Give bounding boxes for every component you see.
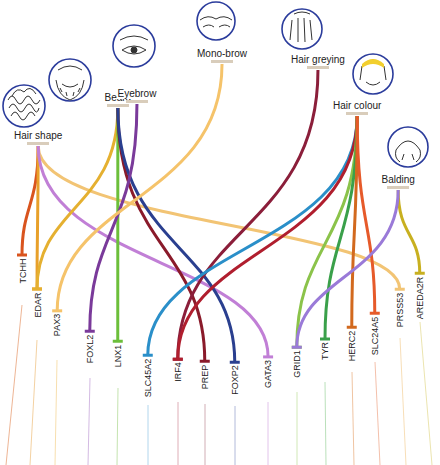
gene-name: PRSS53	[395, 292, 405, 327]
anchor-bar	[107, 104, 129, 107]
trait-name: Balding	[381, 174, 416, 185]
gene-name: GATA3	[263, 360, 273, 388]
gene-name: SLC45A2	[143, 358, 153, 397]
association-line	[38, 146, 405, 289]
gene-label: EDAR	[32, 292, 42, 317]
association-line	[173, 116, 357, 359]
trait-name: Mono-brow	[196, 48, 248, 59]
gene-name: IRF4	[173, 362, 183, 382]
association-line	[398, 190, 425, 273]
gene-label: PAX3	[52, 314, 62, 336]
anchor-bar	[126, 100, 148, 103]
association-line	[292, 116, 357, 347]
trait-label: Hair greying	[290, 54, 346, 69]
gene-name: AREDA2R	[415, 276, 425, 319]
gene-label: AREDA2R	[415, 276, 425, 319]
gene-label: GATA3	[263, 360, 273, 388]
gene-name: SLC24A5	[370, 316, 380, 355]
trait-label: Balding	[381, 174, 416, 189]
anchor-bar	[27, 142, 49, 145]
gene-label: FOXL2	[85, 334, 95, 363]
gene-label: SLC24A5	[370, 316, 380, 355]
gene-label: PREP	[200, 364, 210, 389]
association-line	[17, 146, 38, 255]
gene-label: GRID1	[292, 350, 302, 378]
trait-label: Hair shape	[13, 130, 63, 145]
gene-label: FOXP2	[230, 365, 240, 395]
association-line	[143, 116, 357, 355]
trait-label: Hair colour	[332, 100, 382, 115]
anchor-bar	[387, 186, 409, 189]
trait-name: Hair shape	[13, 130, 63, 141]
gene-name: FOXP2	[230, 365, 240, 395]
gene-name: FOXL2	[85, 334, 95, 363]
association-line	[347, 116, 357, 327]
gene-label: LNX1	[113, 344, 123, 367]
anchor-bar	[307, 66, 329, 69]
gene-label: TYR	[320, 342, 330, 360]
gene-name: TCHH	[17, 258, 27, 283]
gene-label: IRF4	[173, 362, 183, 382]
trait-name: Hair greying	[290, 54, 346, 65]
trait-label: Eyebrow	[117, 88, 158, 103]
trait-name: Hair colour	[332, 100, 382, 111]
gene-label: HERC2	[347, 330, 357, 361]
anchor-bar	[211, 60, 233, 63]
gene-name: PAX3	[52, 314, 62, 336]
association-line	[52, 64, 222, 311]
gene-label: SLC45A2	[143, 358, 153, 397]
gene-name: TYR	[320, 342, 330, 360]
gene-label: TCHH	[17, 258, 27, 283]
association-line	[173, 70, 318, 359]
gene-name: EDAR	[32, 292, 42, 317]
association-line	[292, 190, 398, 347]
gene-label: PRSS53	[395, 292, 405, 327]
association-line	[357, 116, 380, 313]
association-line	[320, 116, 357, 339]
gene-name: GRID1	[292, 350, 302, 378]
anchor-bar	[346, 112, 368, 115]
trait-name: Eyebrow	[117, 88, 158, 99]
trait-label: Mono-brow	[196, 48, 248, 63]
gene-name: LNX1	[113, 344, 123, 367]
gene-name: HERC2	[347, 330, 357, 361]
gene-name: PREP	[200, 364, 210, 389]
